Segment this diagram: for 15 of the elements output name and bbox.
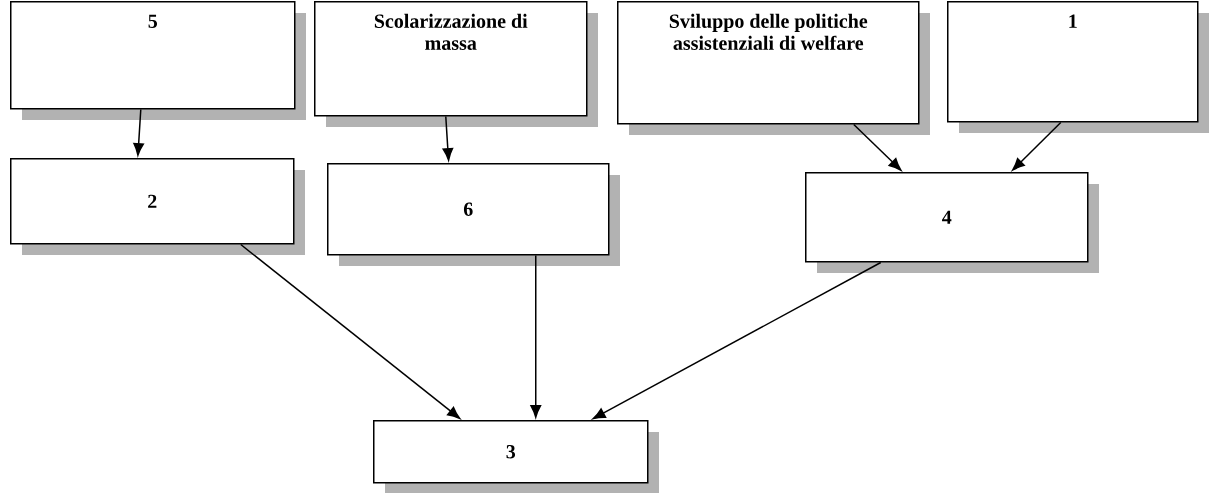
text-box: 5	[10, 1, 306, 120]
arrow	[530, 254, 542, 418]
text-box: Scolarizzazione di massa	[314, 1, 598, 127]
text-box: 1	[947, 1, 1209, 133]
text-box: 2	[10, 158, 305, 255]
arrow	[240, 243, 461, 419]
arrow	[1012, 121, 1062, 171]
text-box: 3	[373, 420, 659, 493]
arrow	[133, 108, 144, 156]
text-box: 6	[327, 163, 620, 266]
arrow	[853, 123, 902, 171]
text-box: 4	[805, 172, 1099, 273]
arrow	[442, 115, 454, 161]
text-box: Sviluppo delle politiche assistenziali di welfare	[617, 1, 930, 135]
arrow	[592, 261, 882, 420]
